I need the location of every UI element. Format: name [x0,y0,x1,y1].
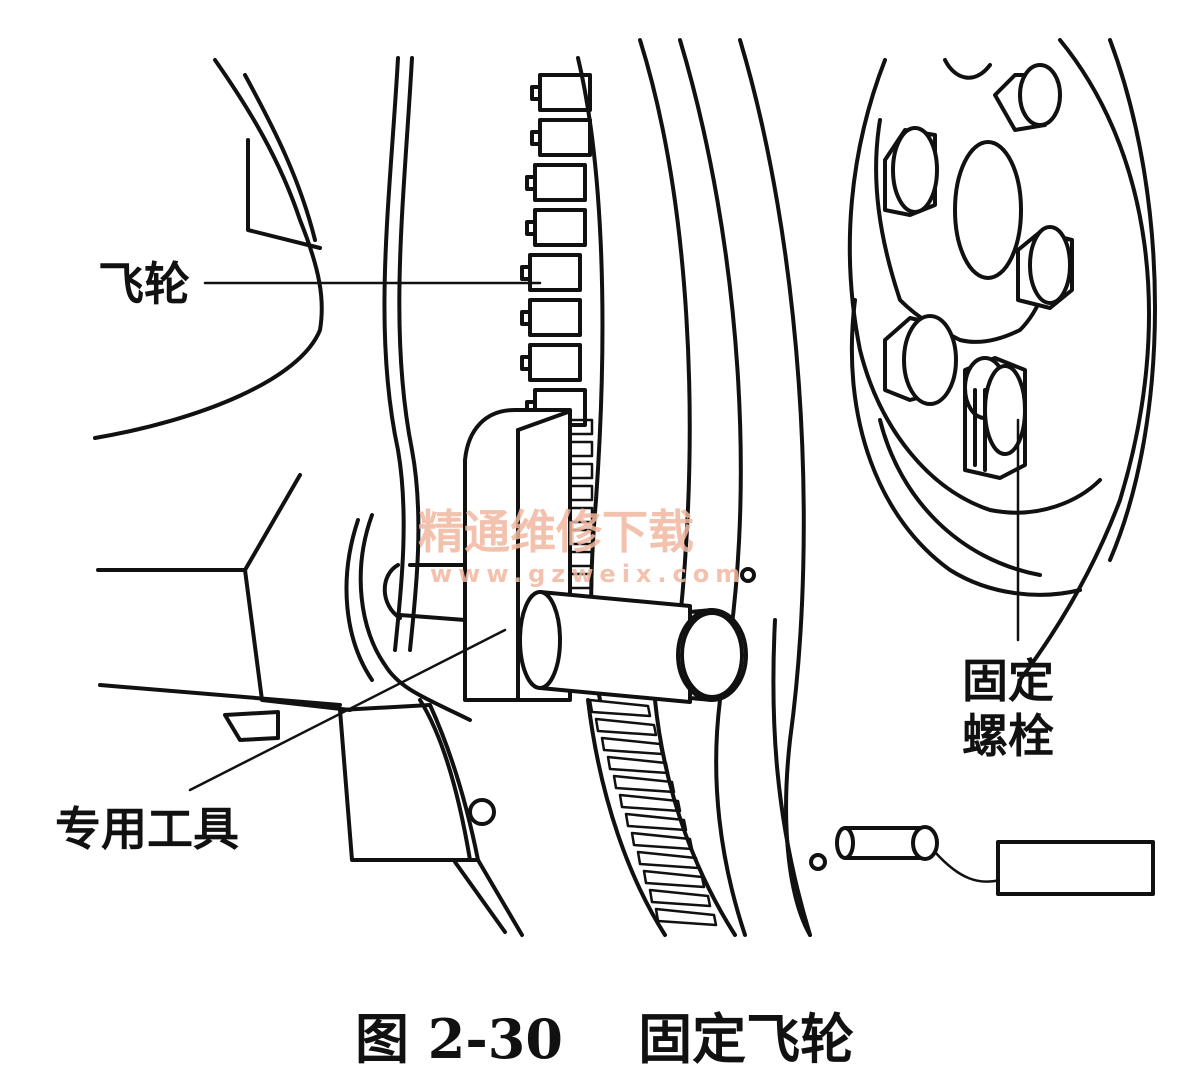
tooth [606,755,670,775]
tooth [642,869,706,889]
flywheel-rings [576,38,812,937]
tooth [520,253,582,292]
label-bolt-line1: 固定 [962,654,1054,708]
figure-caption: 图 2-30 固定飞轮 [355,1007,854,1071]
label-bolt-line2: 螺栓 [962,709,1054,763]
tooth [525,208,587,247]
tooth [520,298,582,337]
tooth-band-edge [653,698,737,937]
special-tool [382,408,748,704]
bolt-1 [993,63,1062,132]
tooth [654,907,718,927]
label-flywheel: 飞轮 [98,257,190,311]
tooth [612,774,676,794]
tooth [530,118,592,157]
tooth [525,163,587,202]
lower-bracket [338,698,524,937]
sensor [740,567,1155,896]
bolt-2 [883,126,939,217]
tooth-band-edge [586,698,667,937]
tooth [648,888,712,908]
tooth [600,736,664,756]
label-special-tool: 专用工具 [55,802,239,856]
engine-block [93,58,352,742]
leader-lines [188,281,1020,792]
tooth [568,462,594,480]
flywheel-teeth-lower [586,698,737,937]
tooth [630,831,694,851]
watermark-url: www.gzweix.com [430,560,746,588]
housing-edge [344,56,472,722]
tooth [568,440,594,458]
watermark-text: 精通维修下载 [418,505,694,559]
tooth [594,717,658,737]
tooth [588,698,652,718]
bolt-3 [1016,225,1074,310]
bolt-4 [883,314,958,406]
tooth [520,343,582,382]
tooth [618,793,682,813]
tooth [624,812,688,832]
tooth [636,850,700,870]
mounting-bolt [963,356,1027,480]
tooth [568,484,594,502]
